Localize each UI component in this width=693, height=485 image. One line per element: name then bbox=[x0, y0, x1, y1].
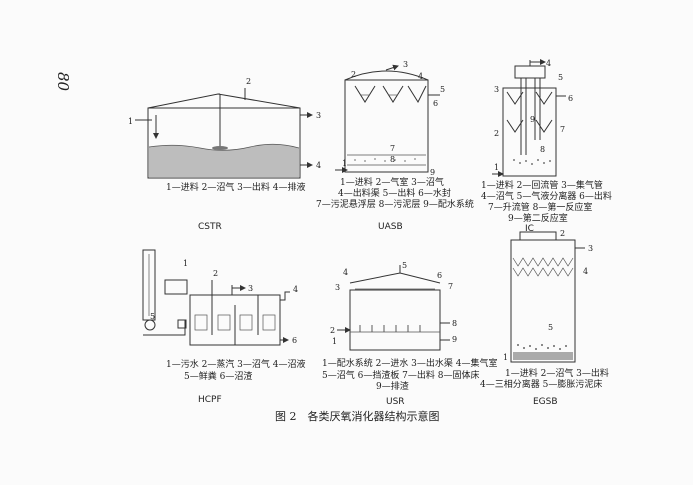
usr-legend-line-1: 1—配水系统 2—进水 3—出水渠 4—集气室 bbox=[322, 357, 498, 369]
ic-label-4: 4 bbox=[546, 59, 551, 68]
egsb-label-4: 4 bbox=[583, 267, 588, 276]
usr-label-5: 5 bbox=[402, 261, 407, 270]
hcpf-label-4: 4 bbox=[293, 285, 298, 294]
hcpf-label-3: 3 bbox=[248, 284, 253, 293]
egsb-diagram: 1 2 3 4 5 1—进料 2—沼气 3—出料 4—三相分离器 5—膨胀污泥床… bbox=[480, 229, 609, 407]
cstr-label-4: 4 bbox=[316, 161, 321, 170]
egsb-legend-line-2: 4—三相分离器 5—膨胀污泥床 bbox=[480, 378, 602, 390]
ic-label-3: 3 bbox=[494, 85, 499, 94]
uasb-legend-line-1: 1—进料 2—气室 3—沼气 bbox=[340, 176, 444, 188]
hcpf-label-6: 6 bbox=[292, 336, 297, 345]
usr-legend-line-2: 5—沼气 6—挡渣板 7—出料 8—固体床 bbox=[322, 369, 480, 381]
uasb-title: UASB bbox=[378, 222, 403, 232]
ic-diagram: 1 2 3 4 5 6 7 8 9 1—进料 2—回流管 3—集气管 4—沼气 … bbox=[481, 59, 612, 234]
ic-legend-line-1: 1—进料 2—回流管 3—集气管 bbox=[481, 179, 603, 191]
ic-legend-line-2: 4—沼气 5—气液分离器 6—出料 bbox=[481, 190, 612, 202]
uasb-label-3: 3 bbox=[403, 60, 408, 69]
uasb-label-2: 2 bbox=[351, 70, 356, 79]
cstr-label-3: 3 bbox=[316, 111, 321, 120]
cstr-diagram: 1 2 3 4 1—进料 2—沼气 3—出料 4—排液 CSTR bbox=[128, 77, 321, 232]
usr-legend-line-3: 9—排渣 bbox=[376, 380, 409, 392]
usr-title: USR bbox=[386, 397, 405, 407]
figure-caption: 图 2 各类厌氧消化器结构示意图 bbox=[275, 409, 440, 423]
usr-label-7: 7 bbox=[448, 282, 453, 291]
uasb-legend-line-2: 4—出料渠 5—出料 6—水封 bbox=[338, 187, 451, 199]
ic-legend-line-4: 9—第二反应室 bbox=[508, 212, 568, 224]
usr-label-6: 6 bbox=[437, 271, 442, 280]
usr-label-9: 9 bbox=[452, 335, 457, 344]
usr-label-1: 1 bbox=[332, 337, 337, 346]
uasb-label-9: 9 bbox=[430, 168, 435, 177]
usr-label-4: 4 bbox=[343, 268, 348, 277]
usr-diagram: 1 2 3 4 5 6 7 8 9 1—配水系统 2—进水 3—出水渠 4—集气… bbox=[322, 261, 498, 407]
cstr-legend-line: 1—进料 2—沼气 3—出料 4—排液 bbox=[166, 181, 306, 193]
egsb-label-5: 5 bbox=[548, 323, 553, 332]
page-number: 80 bbox=[54, 72, 72, 92]
hcpf-title: HCPF bbox=[198, 395, 222, 405]
cstr-label-1: 1 bbox=[128, 117, 133, 126]
uasb-diagram: 1 2 3 4 5 6 7 8 9 1—进料 2—气室 3—沼气 4—出料渠 5… bbox=[316, 60, 474, 232]
cstr-title: CSTR bbox=[198, 222, 222, 232]
uasb-label-7: 7 bbox=[390, 144, 395, 153]
uasb-label-4: 4 bbox=[418, 72, 423, 81]
ic-label-1: 1 bbox=[494, 163, 499, 172]
egsb-legend-line-1: 1—进料 2—沼气 3—出料 bbox=[505, 367, 609, 379]
egsb-label-3: 3 bbox=[588, 244, 593, 253]
cstr-label-2: 2 bbox=[246, 77, 251, 86]
hcpf-diagram: 1 2 3 4 5 6 1—污水 2—蒸汽 3—沼气 4—沼液 5—鲜粪 6—沼… bbox=[142, 249, 306, 405]
uasb-label-1: 1 bbox=[342, 159, 347, 168]
hcpf-label-2: 2 bbox=[213, 269, 218, 278]
uasb-label-5: 5 bbox=[440, 85, 445, 94]
ic-label-6: 6 bbox=[568, 94, 573, 103]
hcpf-label-5: 5 bbox=[150, 312, 155, 321]
ic-title: IC bbox=[525, 224, 534, 234]
hcpf-legend-line-2: 5—鲜粪 6—沼渣 bbox=[184, 370, 252, 382]
uasb-legend-line-3: 7—污泥悬浮层 8—污泥层 9—配水系统 bbox=[316, 198, 474, 210]
usr-label-8: 8 bbox=[452, 319, 457, 328]
hcpf-legend-line-1: 1—污水 2—蒸汽 3—沼气 4—沼液 bbox=[166, 358, 306, 370]
ic-label-2: 2 bbox=[494, 129, 499, 138]
egsb-label-1: 1 bbox=[503, 353, 508, 362]
ic-label-5: 5 bbox=[558, 73, 563, 82]
hcpf-label-1: 1 bbox=[183, 259, 188, 268]
usr-label-3: 3 bbox=[335, 283, 340, 292]
uasb-label-6: 6 bbox=[433, 99, 438, 108]
ic-label-7: 7 bbox=[560, 125, 565, 134]
ic-label-8: 8 bbox=[540, 145, 545, 154]
egsb-title: EGSB bbox=[533, 397, 558, 407]
usr-label-2: 2 bbox=[330, 326, 335, 335]
uasb-label-8: 8 bbox=[390, 155, 395, 164]
egsb-label-2: 2 bbox=[560, 229, 565, 238]
ic-label-9: 9 bbox=[530, 115, 535, 124]
ic-legend-line-3: 7—升流管 8—第一反应室 bbox=[488, 201, 592, 213]
